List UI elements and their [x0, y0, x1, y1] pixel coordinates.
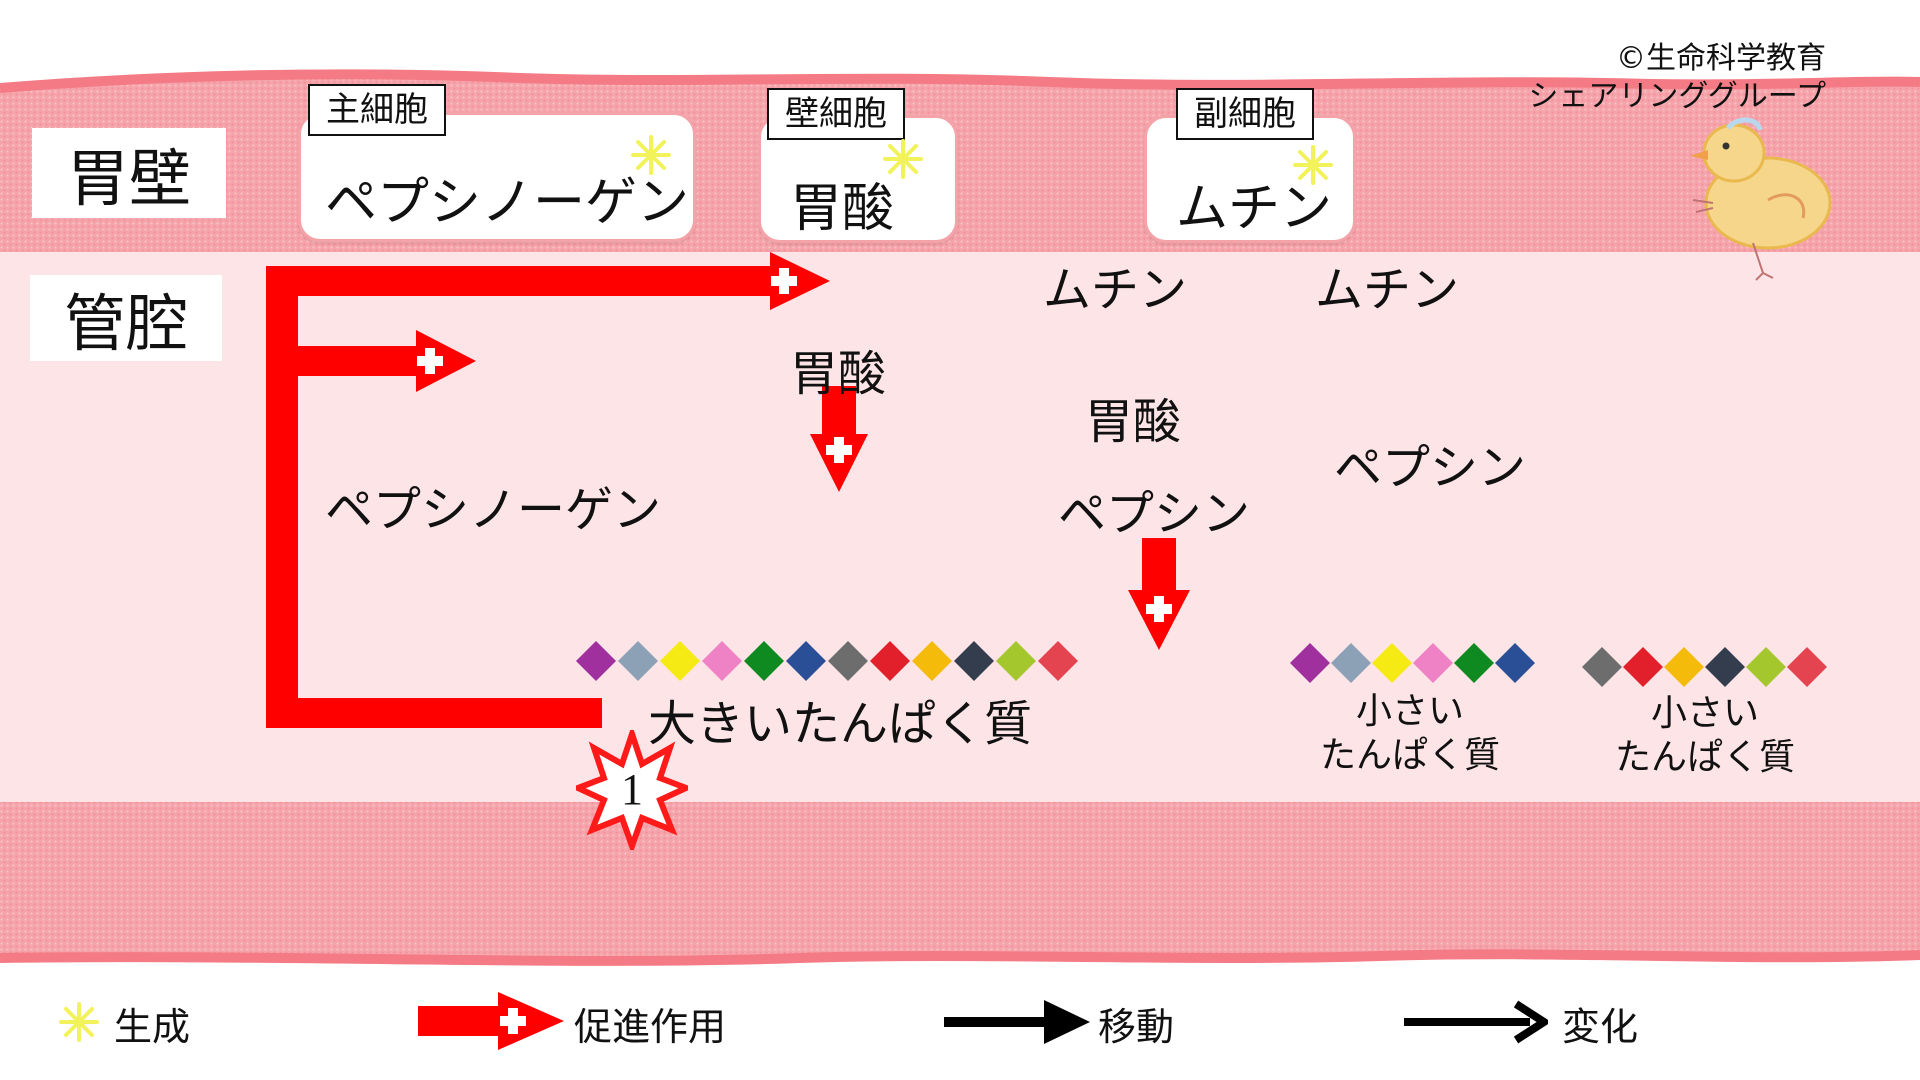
amino-acid-diamond	[1623, 647, 1663, 687]
amino-acid-diamond	[1454, 643, 1494, 683]
small-protein-label-2: 小さい たんぱく質	[1585, 692, 1825, 780]
stomach-wall-label: 胃壁	[32, 128, 226, 218]
amino-acid-diamond	[744, 641, 784, 681]
burst-shape	[576, 730, 688, 850]
amino-acid-diamond	[1413, 643, 1453, 683]
amino-acid-diamond	[618, 641, 658, 681]
copyright-line-2: シェアリンググループ	[1528, 79, 1826, 114]
generation-spark-icon	[631, 135, 671, 175]
legend-movement-label: 移動	[1098, 1005, 1175, 1049]
amino-acid-diamond	[954, 641, 994, 681]
small-protein-2-line-1: 小さい	[1650, 693, 1759, 734]
upper-wall-edge	[0, 69, 1920, 93]
small-protein-chain-1	[1290, 643, 1535, 683]
chief-cell-tag: 主細胞	[308, 84, 446, 136]
chief-cell-product: ペプシノーゲン	[325, 173, 690, 233]
step-badge-number: 1	[621, 765, 643, 814]
legend-change-arrow-icon	[1404, 1000, 1548, 1044]
amino-acid-diamond	[828, 641, 868, 681]
amino-acid-diamond	[1705, 647, 1745, 687]
amino-acid-diamond	[1331, 643, 1371, 683]
large-protein-chain	[576, 641, 1078, 681]
step-badge-burst: 1	[576, 730, 688, 850]
generation-spark-icon	[883, 139, 923, 179]
amino-acid-diamond	[1495, 643, 1535, 683]
amino-acid-diamond	[996, 641, 1036, 681]
copyright-line-1: ©生命科学教育	[1616, 41, 1826, 76]
pepsin-label-2: ペプシン	[1334, 440, 1527, 496]
legend-generation-icon	[59, 1002, 99, 1042]
amino-acid-diamond	[870, 641, 910, 681]
amino-acid-diamond	[1372, 643, 1412, 683]
small-protein-2-line-2: たんぱく質	[1614, 737, 1795, 778]
gastric-acid-label-2: 胃酸	[1085, 394, 1182, 450]
amino-acid-diamond	[786, 641, 826, 681]
amino-acid-diamond	[660, 641, 700, 681]
generation-spark-icon	[1293, 145, 1333, 185]
amino-acid-diamond	[1038, 641, 1078, 681]
lower-wall	[0, 802, 1920, 961]
legend-promotion-arrow-icon	[418, 992, 564, 1050]
parietal-cell-tag: 壁細胞	[767, 88, 905, 140]
lower-wall-edge	[0, 949, 1920, 966]
amino-acid-diamond	[1664, 647, 1704, 687]
legend-change-label: 変化	[1562, 1005, 1639, 1049]
legend-generation-label: 生成	[114, 1005, 191, 1049]
amino-acid-diamond	[1746, 647, 1786, 687]
pepsin-label-1: ペプシン	[1058, 486, 1251, 542]
amino-acid-diamond	[912, 641, 952, 681]
pepsinogen-label: ペプシノーゲン	[325, 482, 662, 538]
copyright: ©生命科学教育 シェアリンググループ	[1480, 40, 1826, 116]
accessory-cell-tag: 副細胞	[1176, 88, 1314, 140]
legend-movement-arrow-icon	[944, 1000, 1090, 1044]
amino-acid-diamond	[1582, 647, 1622, 687]
gastric-acid-label-1: 胃酸	[790, 346, 887, 402]
lumen-label: 管腔	[30, 275, 222, 361]
amino-acid-diamond	[576, 641, 616, 681]
chick-mascot-icon	[1690, 117, 1832, 281]
large-protein-label: 大きいたんぱく質	[648, 696, 1033, 752]
small-protein-1-line-2: たんぱく質	[1319, 735, 1500, 776]
amino-acid-diamond	[1290, 643, 1330, 683]
amino-acid-diamond	[1787, 647, 1827, 687]
small-protein-1-line-1: 小さい	[1355, 691, 1464, 732]
accessory-cell-product: ムチン	[1176, 179, 1333, 239]
amino-acid-diamond	[702, 641, 742, 681]
small-protein-label-1: 小さい たんぱく質	[1290, 690, 1530, 778]
mucin-label-1: ムチン	[1043, 262, 1188, 318]
parietal-cell-product: 胃酸	[790, 179, 895, 239]
small-protein-chain-2	[1582, 647, 1827, 687]
mucin-label-2: ムチン	[1315, 262, 1460, 318]
legend-promotion-label: 促進作用	[574, 1005, 727, 1049]
